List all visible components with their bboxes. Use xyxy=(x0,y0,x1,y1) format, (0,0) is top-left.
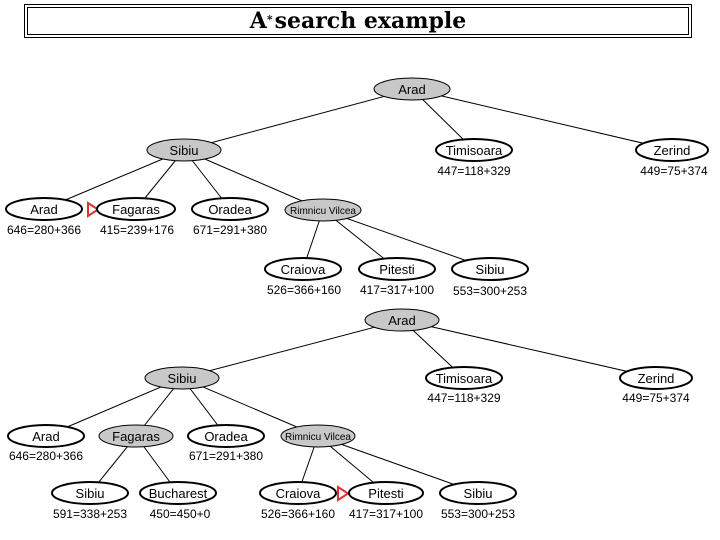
node-score: 417=317+100 xyxy=(360,283,434,297)
title-frame: A* search example xyxy=(24,4,692,38)
tree1-node-rimnicu-vilcea: Rimnicu Vilcea xyxy=(284,198,362,222)
tree1-nodes: Arad Sibiu Timisoara 447=118+329 Zerind … xyxy=(5,77,709,298)
tree2-node-oradea: Oradea 671=291+380 xyxy=(187,424,265,463)
tree1-node-arad: Arad xyxy=(373,77,451,101)
title-main: A xyxy=(249,8,267,34)
node-score: 553=300+253 xyxy=(441,507,515,521)
tree1-node-craiova: Craiova 526=366+160 xyxy=(264,257,342,297)
tree2-node-sibiu2: Sibiu 553=300+253 xyxy=(439,481,517,521)
edge xyxy=(401,319,657,379)
node-score: 646=280+366 xyxy=(7,223,81,237)
node-score: 671=291+380 xyxy=(189,449,263,463)
edge xyxy=(317,435,479,494)
node-label: Arad xyxy=(32,429,59,444)
node-score: 450=450+0 xyxy=(150,507,211,521)
edge xyxy=(183,149,324,211)
tree1-node-sibiu2: Sibiu 553=300+253 xyxy=(451,257,529,298)
tree1-node-oradea: Oradea 671=291+380 xyxy=(191,197,269,237)
node-label: Craiova xyxy=(281,262,327,277)
tree1-node-fagaras: Fagaras 415=239+176 xyxy=(96,197,176,237)
node-score: 447=118+329 xyxy=(437,164,511,178)
node-score: 449=75+374 xyxy=(640,164,708,178)
node-label: Pitesti xyxy=(379,262,415,277)
node-label: Rimnicu Vilcea xyxy=(285,432,351,443)
selected-marker xyxy=(87,201,100,218)
node-score: 526=366+160 xyxy=(261,507,335,521)
node-label: Timisoara xyxy=(436,371,493,386)
tree2-node-sibiu: Sibiu xyxy=(144,366,220,390)
node-label: Sibiu xyxy=(76,486,105,501)
tree2-node-sibiu3: Sibiu 591=338+253 xyxy=(51,481,129,521)
page-title: A* search example xyxy=(27,7,689,35)
node-score: 591=338+253 xyxy=(53,507,127,521)
edge xyxy=(181,319,403,379)
tree1-node-sibiu: Sibiu xyxy=(146,138,222,162)
tree2-node-bucharest: Bucharest 450=450+0 xyxy=(139,481,217,521)
tree2-node-pitesti: Pitesti 417=317+100 xyxy=(348,481,424,521)
node-label: Arad xyxy=(30,202,57,217)
node-score: 671=291+380 xyxy=(193,223,267,237)
tree1-node-pitesti: Pitesti 417=317+100 xyxy=(358,257,436,297)
tree1-node-timisoara: Timisoara 447=118+329 xyxy=(435,138,513,178)
node-score: 447=118+329 xyxy=(427,391,501,405)
node-label: Craiova xyxy=(276,486,322,501)
node-label: Arad xyxy=(388,313,415,328)
node-label: Zerind xyxy=(638,371,675,386)
tree2-node-timisoara: Timisoara 447=118+329 xyxy=(425,366,503,405)
node-label: Pitesti xyxy=(368,486,404,501)
tree1-node-arad2: Arad 646=280+366 xyxy=(5,197,83,237)
tree2-node-craiova: Craiova 526=366+160 xyxy=(259,481,337,521)
node-score: 415=239+176 xyxy=(100,223,174,237)
edge xyxy=(322,209,491,270)
node-score: 449=75+374 xyxy=(622,391,690,405)
edge xyxy=(43,149,185,210)
tree2-node-arad: Arad xyxy=(364,308,440,332)
edge xyxy=(181,377,319,437)
title-superscript: * xyxy=(266,12,273,26)
node-label: Sibiu xyxy=(464,486,493,501)
tree2-nodes: Arad Sibiu Timisoara 447=118+329 Zerind … xyxy=(7,308,693,521)
node-label: Zerind xyxy=(654,143,691,158)
node-label: Bucharest xyxy=(149,486,208,501)
node-score: 646=280+366 xyxy=(9,449,83,463)
selected-marker xyxy=(337,485,350,502)
node-label: Fagaras xyxy=(112,429,160,444)
title-rest: search example xyxy=(274,8,467,34)
edge xyxy=(411,88,673,151)
node-label: Timisoara xyxy=(446,143,503,158)
node-label: Fagaras xyxy=(112,202,160,217)
node-score: 553=300+253 xyxy=(453,284,527,298)
node-label: Sibiu xyxy=(168,371,197,386)
node-label: Oradea xyxy=(204,429,248,444)
node-label: Sibiu xyxy=(476,262,505,277)
tree2-node-zerind: Zerind 449=75+374 xyxy=(619,366,693,405)
node-label: Arad xyxy=(398,82,425,97)
node-score: 417=317+100 xyxy=(349,507,423,521)
tree1-node-zerind: Zerind 449=75+374 xyxy=(635,138,709,178)
tree1-edges xyxy=(43,88,673,270)
tree2-node-rimnicu-vilcea: Rimnicu Vilcea xyxy=(280,424,356,448)
node-score: 526=366+160 xyxy=(267,283,341,297)
node-label: Rimnicu Vilcea xyxy=(290,206,356,217)
node-label: Sibiu xyxy=(170,143,199,158)
node-label: Oradea xyxy=(208,202,252,217)
tree2-node-arad2: Arad 646=280+366 xyxy=(7,424,85,463)
tree2-node-fagaras: Fagaras xyxy=(98,424,174,448)
tree2-edges xyxy=(45,319,657,494)
edge xyxy=(183,88,413,151)
